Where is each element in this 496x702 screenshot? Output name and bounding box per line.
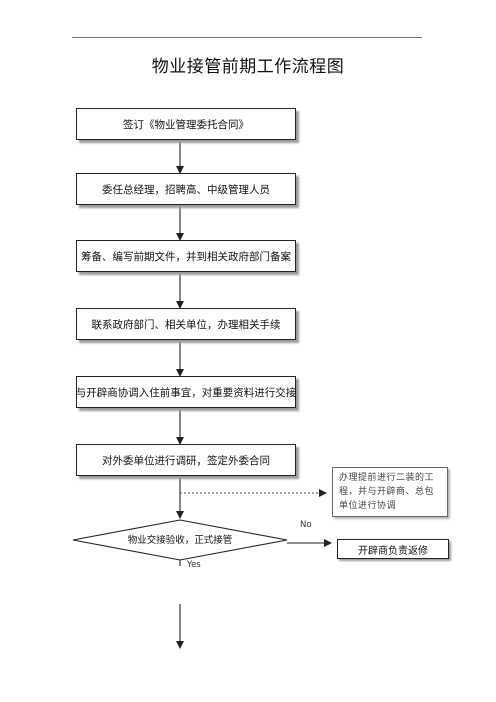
step-coordinate-developer: 与开辟商协调入住前事宜，对重要资料进行交接 — [76, 376, 296, 408]
no-label: No — [300, 520, 312, 530]
decision-label: 物业交接验收，正式接管 — [127, 535, 233, 546]
step-prepare-documents: 筹备、编写前期文件，并到相关政府部门备案 — [76, 240, 296, 272]
step-contact-government: 联系政府部门、相关单位，办理相关手续 — [76, 308, 296, 340]
step-sign-contract: 签订《物业管理委托合同》 — [76, 108, 296, 140]
step-outsource-contracts: 对外委单位进行调研，签定外委合同 — [76, 444, 296, 476]
side-note-box: 办理提前进行二装的工程，并与开辟商、总包单位进行协调 — [332, 467, 448, 517]
page-title: 物业接管前期工作流程图 — [151, 57, 345, 77]
step-appoint-manager: 委任总经理，招聘高、中级管理人员 — [76, 173, 296, 205]
yes-label: Yes — [187, 560, 201, 570]
top-rule — [72, 37, 422, 38]
developer-repair-box: 开辟商负责返修 — [337, 539, 449, 559]
